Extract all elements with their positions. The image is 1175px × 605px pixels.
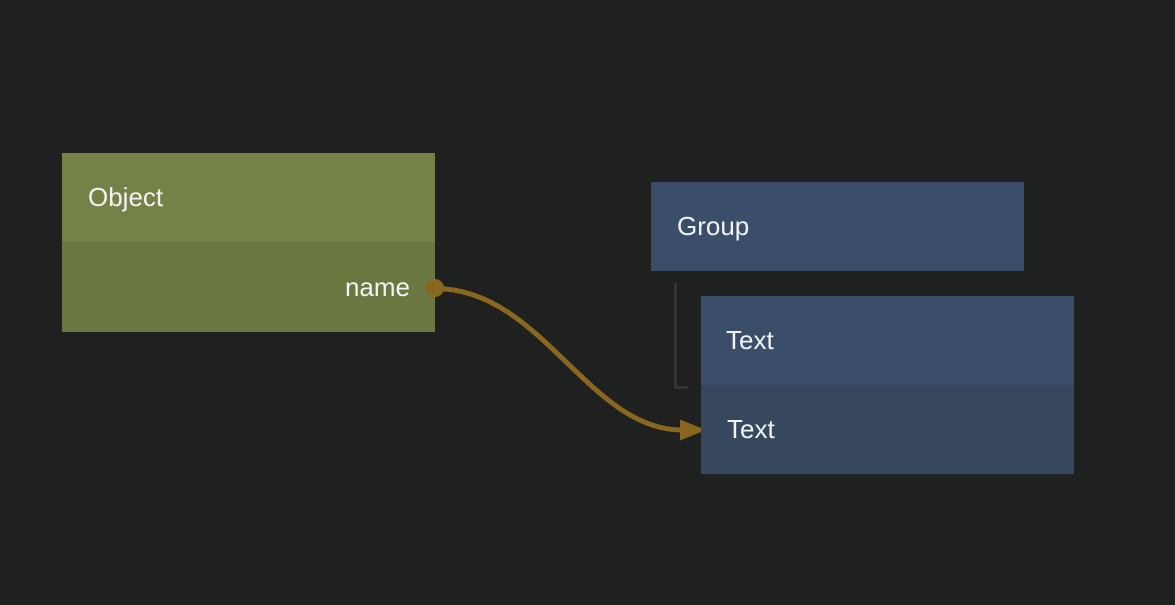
hierarchy-connector <box>674 283 688 389</box>
output-port-name[interactable] <box>426 279 444 297</box>
node-group-title: Group <box>677 211 750 241</box>
node-text-row-label: Text <box>727 414 775 444</box>
node-group-header[interactable]: Group <box>651 182 1024 271</box>
node-text[interactable]: Text Text <box>701 296 1074 474</box>
node-group[interactable]: Group <box>651 182 1024 271</box>
output-field-label-name: name <box>344 271 410 302</box>
node-text-header[interactable]: Text <box>701 296 1074 385</box>
node-object-title: Object <box>88 182 164 212</box>
node-object[interactable]: Object name <box>62 153 444 332</box>
node-text-title: Text <box>726 325 774 355</box>
node-object-row-name[interactable]: name <box>62 242 435 332</box>
connection-wire[interactable] <box>432 286 685 433</box>
node-text-row[interactable]: Text <box>701 385 1074 474</box>
node-object-header[interactable]: Object <box>62 153 435 242</box>
